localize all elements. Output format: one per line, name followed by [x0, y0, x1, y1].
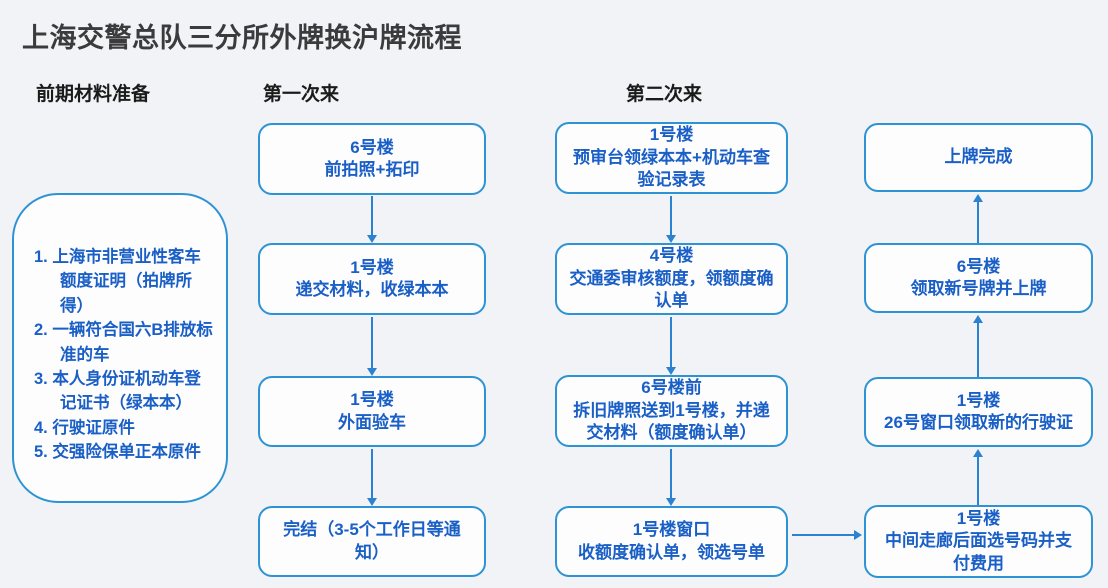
- flow-step-box: 1号楼 中间走廊后面选号码并支付费用: [864, 505, 1093, 578]
- materials-list: 1. 上海市非营业性客车额度证明（拍牌所得） 2. 一辆符合国六B排放标准的车 …: [14, 195, 226, 465]
- step-location: 6号楼前: [641, 378, 702, 398]
- arrow-right-icon: [792, 530, 862, 540]
- step-location: 4号楼: [649, 246, 694, 266]
- arrow-down-icon: [666, 449, 676, 506]
- list-item: 2. 一辆符合国六B排放标准的车: [34, 321, 213, 364]
- list-item: 3. 本人身份证机动车登记证书（绿本本）: [34, 370, 201, 413]
- flow-step-box: 4号楼 交通委审核额度，领额度确认单: [555, 243, 788, 315]
- column-header-first-visit: 第一次来: [263, 84, 340, 105]
- step-description: 交通委审核额度，领额度确认单: [569, 268, 774, 311]
- step-location: 1号楼: [956, 508, 1001, 528]
- step-description: 收额度确认单，领选号单: [578, 542, 765, 562]
- materials-preparation-box: 1. 上海市非营业性客车额度证明（拍牌所得） 2. 一辆符合国六B排放标准的车 …: [12, 193, 228, 503]
- list-item: 4. 行驶证原件: [34, 418, 135, 437]
- step-description: 领取新号牌并上牌: [910, 279, 1047, 298]
- list-item: 1. 上海市非营业性客车额度证明（拍牌所得）: [34, 248, 201, 315]
- flow-step-box: 上牌完成: [864, 123, 1093, 192]
- step-description: 预审台领绿本本+机动车查验记录表: [573, 147, 770, 190]
- column-header-second-visit: 第二次来: [626, 84, 703, 105]
- step-location: 1号楼: [350, 390, 394, 410]
- flow-step-box: 1号楼窗口 收额度确认单，领选号单: [555, 506, 788, 577]
- arrow-up-icon: [973, 449, 983, 505]
- flow-step-box: 1号楼 递交材料，收绿本本: [258, 243, 486, 315]
- flow-step-box: 1号楼 预审台领绿本本+机动车查验记录表: [555, 122, 788, 194]
- arrow-down-icon: [666, 317, 676, 375]
- step-description: 拆旧牌照送到1号楼，并递交材料（额度确认单）: [573, 400, 770, 443]
- step-location: 1号楼窗口: [632, 520, 711, 540]
- step-description: 26号窗口领取新的行驶证: [884, 413, 1073, 432]
- step-description: 外面验车: [338, 412, 406, 432]
- arrow-up-icon: [973, 194, 983, 243]
- step-location: 1号楼: [649, 125, 694, 145]
- flow-step-box: 1号楼 26号窗口领取新的行驶证: [864, 377, 1093, 447]
- arrow-down-icon: [367, 449, 377, 506]
- flow-step-box: 6号楼 前拍照+拓印: [258, 123, 486, 195]
- step-location: 1号楼: [350, 257, 394, 277]
- flow-step-box: 6号楼前 拆旧牌照送到1号楼，并递交材料（额度确认单）: [555, 375, 788, 447]
- arrow-down-icon: [666, 196, 676, 243]
- step-location: 6号楼: [956, 256, 1001, 276]
- step-description: 上牌完成: [944, 147, 1013, 167]
- arrow-down-icon: [367, 196, 377, 243]
- list-item: 5. 交强险保单正本原件: [34, 443, 201, 462]
- flow-step-box: 6号楼 领取新号牌并上牌: [864, 243, 1093, 313]
- flow-step-box: 1号楼 外面验车: [258, 376, 486, 447]
- column-header-preparation: 前期材料准备: [36, 84, 151, 105]
- step-description: 完结（3-5个工作日等通知）: [283, 520, 461, 562]
- arrow-up-icon: [973, 315, 983, 377]
- arrow-down-icon: [367, 317, 377, 376]
- step-description: 前拍照+拓印: [324, 160, 420, 179]
- step-location: 1号楼: [956, 390, 1001, 410]
- step-location: 6号楼: [350, 137, 394, 157]
- step-description: 中间走廊后面选号码并支付费用: [885, 531, 1072, 573]
- page-title: 上海交警总队三分所外牌换沪牌流程: [22, 23, 462, 53]
- flow-step-box: 完结（3-5个工作日等通知）: [258, 506, 486, 577]
- step-description: 递交材料，收绿本本: [295, 280, 449, 299]
